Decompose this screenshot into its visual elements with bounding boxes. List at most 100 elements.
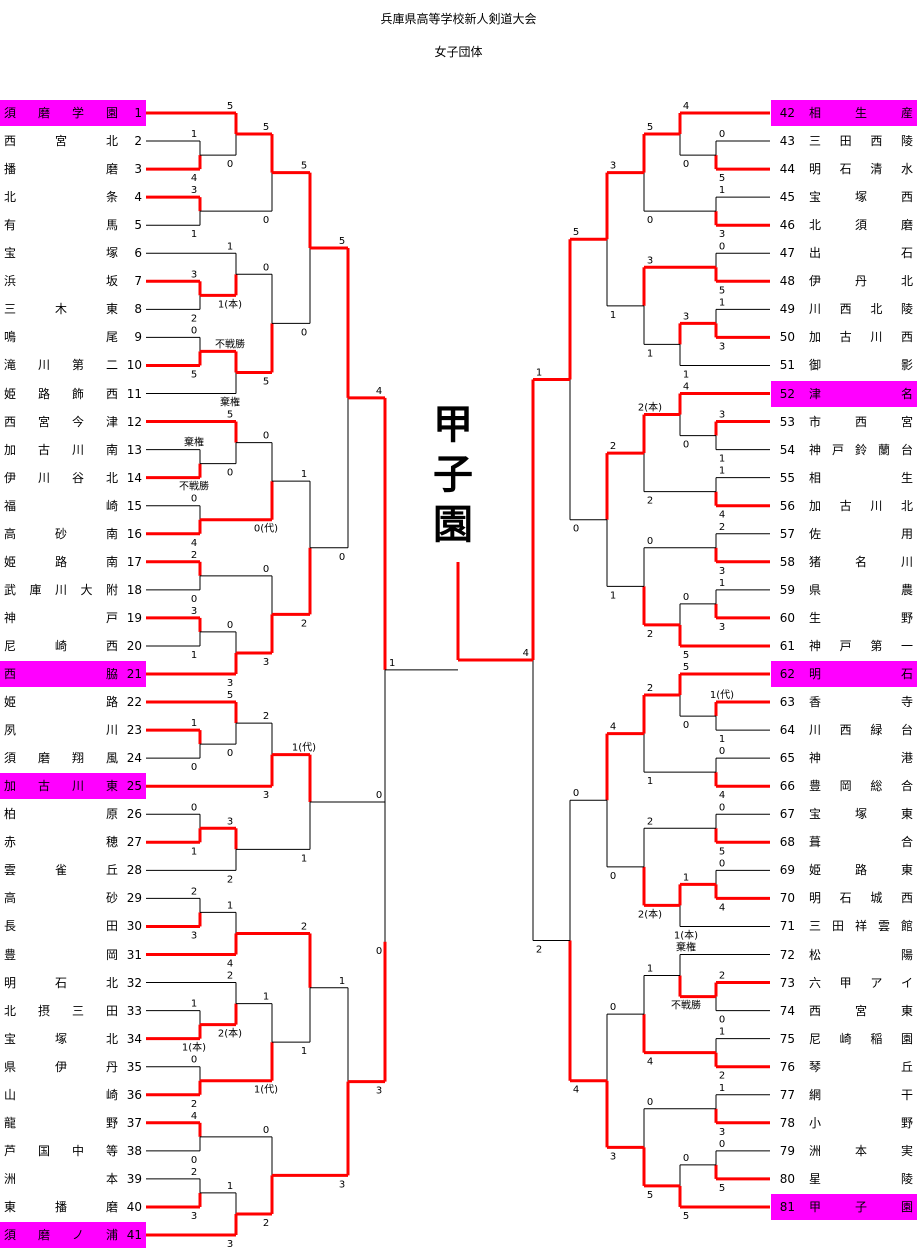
score-label: 1(代) [292, 742, 316, 754]
team-number: 46 [779, 218, 795, 233]
score-label: 1 [191, 846, 197, 857]
team-number: 56 [779, 498, 795, 513]
team-number: 31 [126, 947, 142, 962]
team-name: 北摂三田 [4, 1003, 118, 1018]
score-label: 1 [536, 367, 542, 378]
team-number: 40 [126, 1199, 142, 1214]
score-label: 3 [647, 255, 653, 266]
score-label: 2 [227, 874, 233, 885]
team-number: 72 [779, 947, 795, 962]
division-subtitle: 女子団体 [434, 45, 483, 59]
team-name: 西宮東 [809, 1003, 913, 1018]
score-label: 0 [647, 536, 653, 547]
koshien-char-2: 子 [433, 452, 473, 498]
score-label: 3 [719, 341, 725, 352]
score-label: 5 [227, 101, 233, 112]
team-number: 43 [779, 134, 795, 149]
team-name: 明石北 [4, 975, 118, 990]
team-name: 市西宮 [809, 414, 913, 429]
score-label: 5 [647, 122, 653, 133]
team-row: 星陵 80 [771, 1166, 917, 1192]
score-label: 0 [573, 524, 579, 535]
score-label: 1(本) [674, 928, 698, 941]
team-name: 生野 [809, 610, 913, 625]
team-number: 8 [134, 302, 142, 317]
team-name: 香寺 [809, 695, 913, 710]
score-label: 4 [191, 1111, 197, 1122]
team-name: 姫路飾西 [4, 386, 118, 401]
score-label: 5 [301, 161, 307, 172]
score-label: 1 [191, 718, 197, 729]
score-label: 1 [301, 1046, 307, 1057]
score-label: 5 [263, 122, 269, 133]
score-label: 1 [191, 129, 197, 140]
score-label: 1 [191, 999, 197, 1010]
score-label: 2 [647, 629, 653, 640]
score-label: 0 [191, 762, 197, 773]
score-label: 0 [376, 790, 382, 801]
team-name: 明石清水 [809, 162, 913, 177]
team-number: 68 [779, 835, 795, 850]
score-label: 棄権 [220, 396, 240, 409]
team-name: 明石城西 [809, 891, 913, 906]
score-label: 1 [339, 976, 345, 987]
score-label: 0 [263, 564, 269, 575]
score-label: 0 [647, 215, 653, 226]
team-name: 三田西陵 [809, 134, 913, 149]
team-name: 星陵 [809, 1171, 913, 1186]
score-label: 1 [647, 964, 653, 975]
score-label: 棄権 [184, 436, 204, 449]
team-name: 長田 [4, 919, 118, 934]
score-label: 0 [610, 1002, 616, 1013]
score-label: 2(本) [638, 907, 662, 920]
team-name: 小野 [809, 1115, 913, 1130]
score-label: 0 [647, 1097, 653, 1108]
score-label: 0 [376, 946, 382, 957]
team-name: 伊丹北 [809, 274, 913, 289]
team-name: 須磨翔風 [4, 751, 118, 766]
team-name: 加古川西 [809, 330, 913, 345]
score-label: 1 [719, 1027, 725, 1038]
team-number: 60 [779, 610, 795, 625]
score-label: 3 [263, 790, 269, 801]
team-name: 猪名川 [809, 554, 913, 569]
score-label: 4 [719, 510, 725, 521]
team-name: 有馬 [4, 218, 118, 233]
score-label: 0 [191, 1155, 197, 1166]
team-name: 神港 [809, 751, 913, 766]
score-label: 3 [227, 678, 233, 689]
team-number: 80 [779, 1171, 795, 1186]
team-number: 62 [779, 667, 795, 681]
score-label: 0 [227, 159, 233, 170]
score-label: 0 [263, 1125, 269, 1136]
team-number: 67 [779, 807, 795, 822]
score-label: 2 [191, 1167, 197, 1178]
score-label: 5 [683, 650, 689, 661]
score-label: 1 [719, 578, 725, 589]
score-label: 2 [263, 711, 269, 722]
score-label: 1 [719, 466, 725, 477]
score-label: 2 [719, 1071, 725, 1082]
team-name: 須磨学園 [4, 106, 118, 120]
